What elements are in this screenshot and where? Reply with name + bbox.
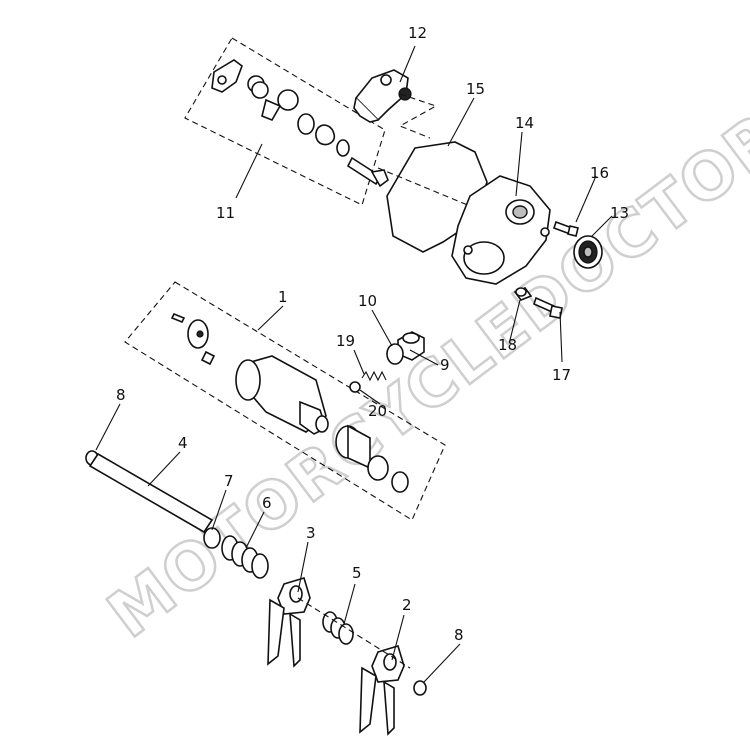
callout-10: 10 bbox=[358, 292, 377, 310]
callout-20: 20 bbox=[368, 402, 387, 420]
callout-19: 19 bbox=[336, 332, 355, 350]
part-18-dowel bbox=[513, 287, 533, 301]
callout-17: 17 bbox=[552, 366, 571, 384]
part-14-cover bbox=[451, 175, 551, 285]
callout-6: 6 bbox=[262, 494, 272, 512]
part-1-shift-drum-assembly bbox=[170, 312, 329, 435]
part-13-oil-seal bbox=[573, 235, 603, 269]
callout-1: 1 bbox=[278, 288, 288, 306]
part-19-spring bbox=[361, 370, 387, 382]
part-3-shift-fork bbox=[267, 577, 311, 668]
callout-2: 2 bbox=[402, 596, 412, 614]
part-9-plug-bolt bbox=[397, 331, 425, 361]
callout-9: 9 bbox=[440, 356, 450, 374]
callout-4: 4 bbox=[178, 434, 188, 452]
part-8-circlip-lower bbox=[413, 680, 427, 696]
part-17-bolt bbox=[533, 296, 563, 319]
leader-lines bbox=[95, 45, 613, 683]
alignment-line-fork bbox=[297, 597, 411, 669]
part-11-shift-shaft-assembly bbox=[211, 59, 389, 188]
callout-8-lower: 8 bbox=[454, 626, 464, 644]
callout-14: 14 bbox=[515, 114, 534, 132]
part-20-ball bbox=[349, 381, 361, 393]
part-2-shift-fork bbox=[359, 645, 405, 736]
callout-18: 18 bbox=[498, 336, 517, 354]
callout-11: 11 bbox=[216, 204, 235, 222]
part-6-spring bbox=[221, 535, 269, 579]
callout-16: 16 bbox=[590, 164, 609, 182]
callout-15: 15 bbox=[466, 80, 485, 98]
shift-drum-bearing bbox=[335, 424, 409, 493]
callout-13: 13 bbox=[610, 204, 629, 222]
callout-8-upper: 8 bbox=[116, 386, 126, 404]
alignment-line-upper bbox=[377, 93, 471, 207]
part-16-bolt bbox=[552, 220, 579, 237]
part-12-shift-sector bbox=[353, 69, 412, 123]
callout-5: 5 bbox=[352, 564, 362, 582]
callout-3: 3 bbox=[306, 524, 316, 542]
part-4-fork-shaft bbox=[88, 452, 214, 534]
group-box-shift-shaft-assembly bbox=[184, 37, 386, 206]
callout-12: 12 bbox=[408, 24, 427, 42]
part-7-washer bbox=[203, 527, 221, 549]
part-5-spring bbox=[322, 611, 354, 645]
part-10-washer bbox=[386, 343, 404, 365]
callout-7: 7 bbox=[224, 472, 234, 490]
